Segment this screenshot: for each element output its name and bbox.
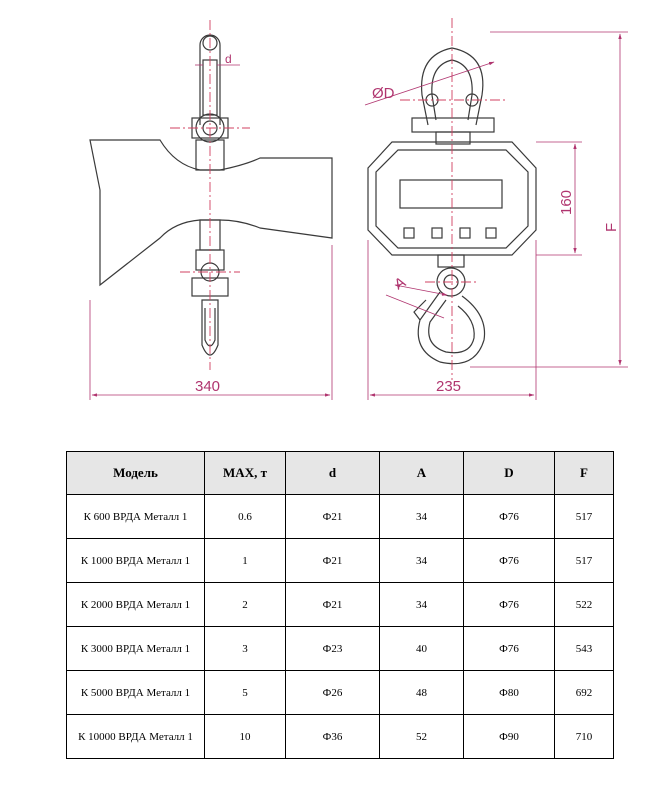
table-row: К 5000 ВРДА Металл 1 5 Ф26 48 Ф80 692 [66, 670, 614, 715]
cell-model: К 3000 ВРДА Металл 1 [66, 626, 205, 671]
cell-max-load: 10 [204, 714, 286, 759]
technical-drawing: d 340 [89, 18, 628, 400]
cell-max-load: 0.6 [204, 494, 286, 539]
cell-f: 543 [554, 626, 614, 671]
cell-max-load: 1 [204, 538, 286, 583]
cell-model: К 600 ВРДА Металл 1 [66, 494, 205, 539]
cell-a: 34 [379, 538, 464, 583]
cell-shackle-d: Ф80 [463, 670, 555, 715]
cell-a: 40 [379, 626, 464, 671]
specification-table: Модель MAX, т d A D F К 600 ВРДА Металл … [66, 451, 614, 759]
side-width-dimension: 235 [367, 240, 537, 400]
pin-diameter-label: d [225, 52, 232, 66]
cell-a: 34 [379, 494, 464, 539]
cell-shackle-d: Ф76 [463, 538, 555, 583]
cell-max-load: 3 [204, 626, 286, 671]
header-a: A [379, 451, 464, 495]
cell-f: 517 [554, 538, 614, 583]
total-height-dimension: F [470, 31, 628, 368]
header-max-load: MAX, т [204, 451, 286, 495]
pin-diameter-dimension: d [195, 52, 240, 66]
front-view [89, 34, 333, 356]
cell-shackle-d: Ф76 [463, 582, 555, 627]
cell-d: Ф23 [285, 626, 380, 671]
hook-width-label: A [392, 274, 409, 294]
cell-shackle-d: Ф76 [463, 626, 555, 671]
cell-d: Ф21 [285, 494, 380, 539]
header-d: d [285, 451, 380, 495]
header-shackle-d: D [463, 451, 555, 495]
table-row: К 600 ВРДА Металл 1 0.6 Ф21 34 Ф76 517 [66, 494, 614, 539]
cell-d: Ф21 [285, 582, 380, 627]
cell-shackle-d: Ф90 [463, 714, 555, 759]
cell-f: 692 [554, 670, 614, 715]
cell-d: Ф21 [285, 538, 380, 583]
table-header-row: Модель MAX, т d A D F [66, 451, 614, 495]
side-width-label: 235 [436, 378, 461, 395]
cell-d: Ф26 [285, 670, 380, 715]
table-row: К 2000 ВРДА Металл 1 2 Ф21 34 Ф76 522 [66, 582, 614, 627]
cell-d: Ф36 [285, 714, 380, 759]
total-height-label: F [603, 223, 620, 232]
cell-max-load: 2 [204, 582, 286, 627]
cell-f: 710 [554, 714, 614, 759]
cell-max-load: 5 [204, 670, 286, 715]
display-height-dimension: 160 [536, 141, 582, 256]
cell-model: К 10000 ВРДА Металл 1 [66, 714, 205, 759]
cell-a: 52 [379, 714, 464, 759]
table-row: К 1000 ВРДА Металл 1 1 Ф21 34 Ф76 517 [66, 538, 614, 583]
shackle-diameter-label: ØD [372, 85, 395, 102]
table-row: К 3000 ВРДА Металл 1 3 Ф23 40 Ф76 543 [66, 626, 614, 671]
cell-model: К 2000 ВРДА Металл 1 [66, 582, 205, 627]
header-model: Модель [66, 451, 205, 495]
table-row: К 10000 ВРДА Металл 1 10 Ф36 52 Ф90 710 [66, 714, 614, 759]
cell-a: 48 [379, 670, 464, 715]
cell-model: К 1000 ВРДА Металл 1 [66, 538, 205, 583]
front-width-label: 340 [195, 378, 220, 395]
cell-f: 517 [554, 494, 614, 539]
display-height-label: 160 [558, 190, 575, 215]
cell-shackle-d: Ф76 [463, 494, 555, 539]
front-width-dimension: 340 [89, 245, 333, 400]
cell-f: 522 [554, 582, 614, 627]
cell-a: 34 [379, 582, 464, 627]
header-f: F [554, 451, 614, 495]
shackle-diameter-dimension: ØD [364, 61, 495, 106]
cell-model: К 5000 ВРДА Металл 1 [66, 670, 205, 715]
